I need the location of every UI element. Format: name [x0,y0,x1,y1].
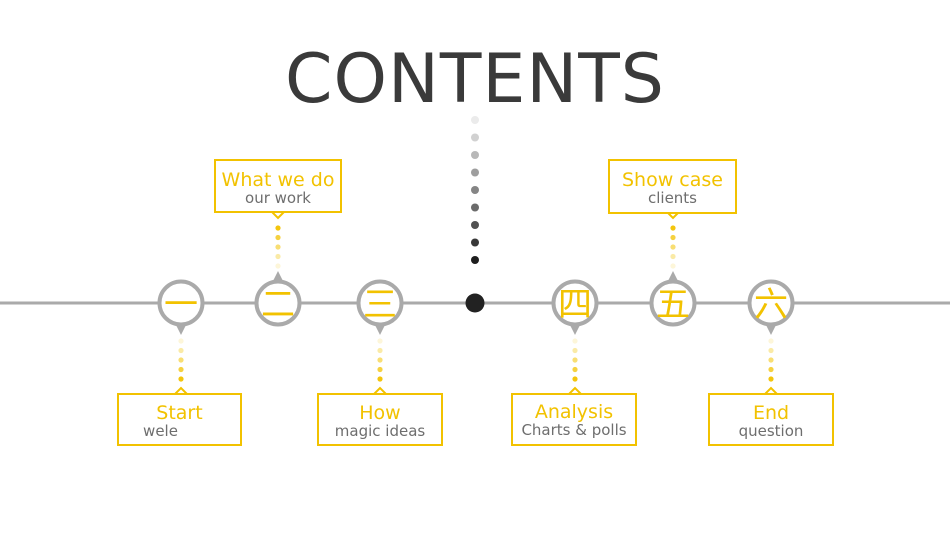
node-numeral: 三 [363,285,397,325]
label-box-end: End question [708,393,834,446]
node-circle [254,279,302,327]
connector-dot [670,253,676,260]
node-numeral: 二 [261,285,295,325]
center-dot [471,116,479,124]
connector-dot [377,347,383,354]
node-numeral: 五 [656,285,690,325]
node-numeral: 四 [558,285,592,325]
label-box-how: How magic ideas [317,393,443,446]
label-title: Show case [622,169,723,191]
node-circle [747,279,795,327]
connector-dot [275,234,281,241]
node-pointer [375,325,385,335]
connector-dot [670,225,676,231]
center-dot [471,151,479,159]
connector-dot [275,253,281,260]
node-numeral: 六 [754,285,788,325]
connector-dot [572,347,578,354]
label-box-what-we-do: What we do our work [214,159,342,213]
node-circle [649,279,697,327]
node-pointer [668,271,678,281]
label-title: How [359,402,401,424]
node-pointer [570,325,580,335]
connector-dot [670,263,676,269]
center-dot [471,238,479,247]
connector-dot [768,357,774,363]
center-dot [471,221,479,229]
connector-dot [572,357,578,363]
center-dot [471,168,479,177]
node-pointer [273,271,283,281]
connector-dot [178,347,184,354]
label-subtitle: clients [647,189,697,207]
connector-dot [670,244,676,250]
connector-dot [572,338,578,344]
page-title: CONTENTS [285,40,665,119]
node-numeral: 一 [164,285,198,325]
node-circle [157,279,205,327]
connector-dot [377,338,383,344]
node-pointer [176,325,186,335]
connector-dot [178,376,184,382]
connector-dot [377,357,383,363]
label-title: Analysis [534,401,614,423]
center-dot [471,186,479,194]
label-subtitle: wele [143,422,178,440]
connector-dot [670,234,676,241]
node-pointer [766,325,776,335]
connector-dot [178,366,184,373]
label-title: Start [156,402,203,424]
label-subtitle: question [738,422,804,440]
connector-dot [178,357,184,363]
label-title: End [752,402,790,424]
label-title: What we do [221,169,335,191]
label-subtitle: Charts & polls [521,421,627,439]
connector-dot [572,366,578,373]
node-circle [551,279,599,327]
center-node-dot [465,293,485,313]
label-box-show-case: Show case clients [608,159,737,214]
node-circle [356,279,404,327]
connector-dot [178,338,184,344]
connector-dot [275,244,281,250]
center-dot [471,256,479,264]
connector-dot [768,376,774,382]
connector-dot [275,263,281,269]
connector-dot [275,225,281,231]
label-subtitle: magic ideas [334,422,426,440]
connector-dot [377,376,383,382]
center-dot [471,203,479,212]
connector-dot [768,366,774,373]
connector-dot [768,347,774,354]
connector-dot [377,366,383,373]
label-box-start: Start wele [117,393,242,446]
label-subtitle: our work [245,189,311,207]
label-box-analysis: Analysis Charts & polls [511,393,637,446]
connector-dot [572,376,578,382]
connector-dot [768,338,774,344]
center-dot [471,133,479,142]
